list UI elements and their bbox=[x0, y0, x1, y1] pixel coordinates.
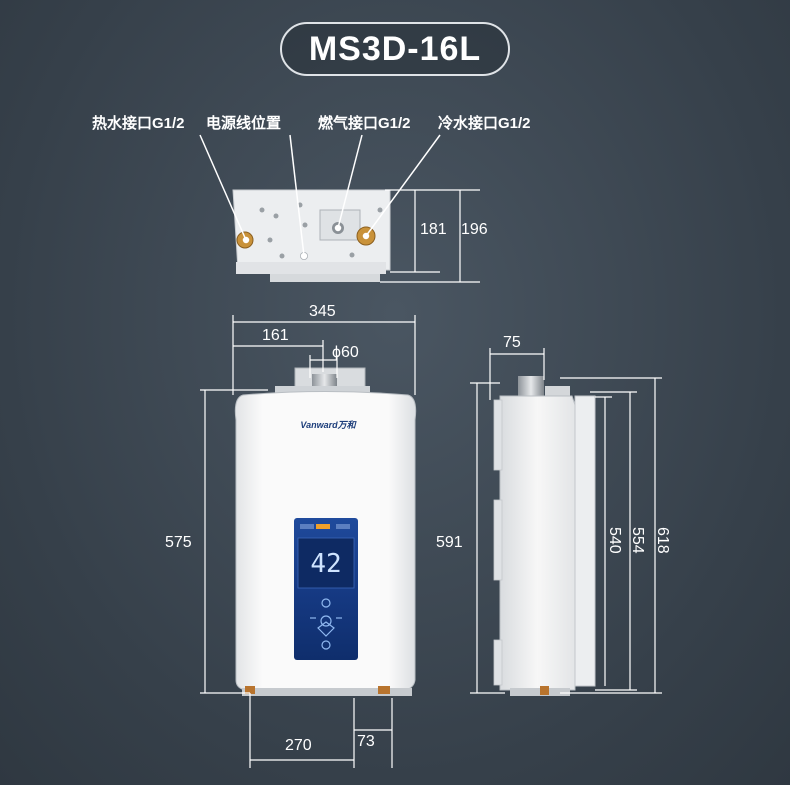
dim-270: 270 bbox=[285, 737, 312, 754]
bottom-view bbox=[232, 189, 391, 282]
label-cold-water-port: 冷水接口G1/2 bbox=[438, 115, 531, 132]
panel-touch-icons bbox=[310, 598, 342, 650]
temperature-display: 42 bbox=[310, 549, 341, 579]
side-view bbox=[493, 376, 596, 696]
dim-540: 540 bbox=[606, 527, 623, 554]
brand-logo: Vanward万和 bbox=[300, 420, 357, 430]
port-leader-lines bbox=[199, 134, 441, 260]
dim-196: 196 bbox=[461, 221, 488, 238]
side-view-dim-lines bbox=[470, 348, 662, 694]
dim-591: 591 bbox=[436, 534, 463, 551]
dim-554: 554 bbox=[629, 527, 646, 554]
bottom-view-dim-lines bbox=[380, 189, 480, 283]
dim-flue-diameter: ϕ60 bbox=[332, 344, 359, 361]
dim-161: 161 bbox=[262, 327, 289, 344]
label-power-cable-position: 电源线位置 bbox=[206, 115, 282, 132]
model-title: MS3D-16L bbox=[280, 22, 510, 76]
label-gas-port: 燃气接口G1/2 bbox=[318, 115, 411, 132]
dim-575: 575 bbox=[165, 534, 192, 551]
label-hot-water-port: 热水接口G1/2 bbox=[92, 115, 185, 132]
dim-345: 345 bbox=[309, 303, 336, 320]
dim-73: 73 bbox=[357, 733, 375, 750]
dim-181: 181 bbox=[420, 221, 447, 238]
front-view: Vanward万和 42 bbox=[234, 367, 417, 696]
dim-618: 618 bbox=[654, 527, 671, 554]
dim-75: 75 bbox=[503, 334, 521, 351]
front-view-dim-lines bbox=[200, 315, 416, 768]
